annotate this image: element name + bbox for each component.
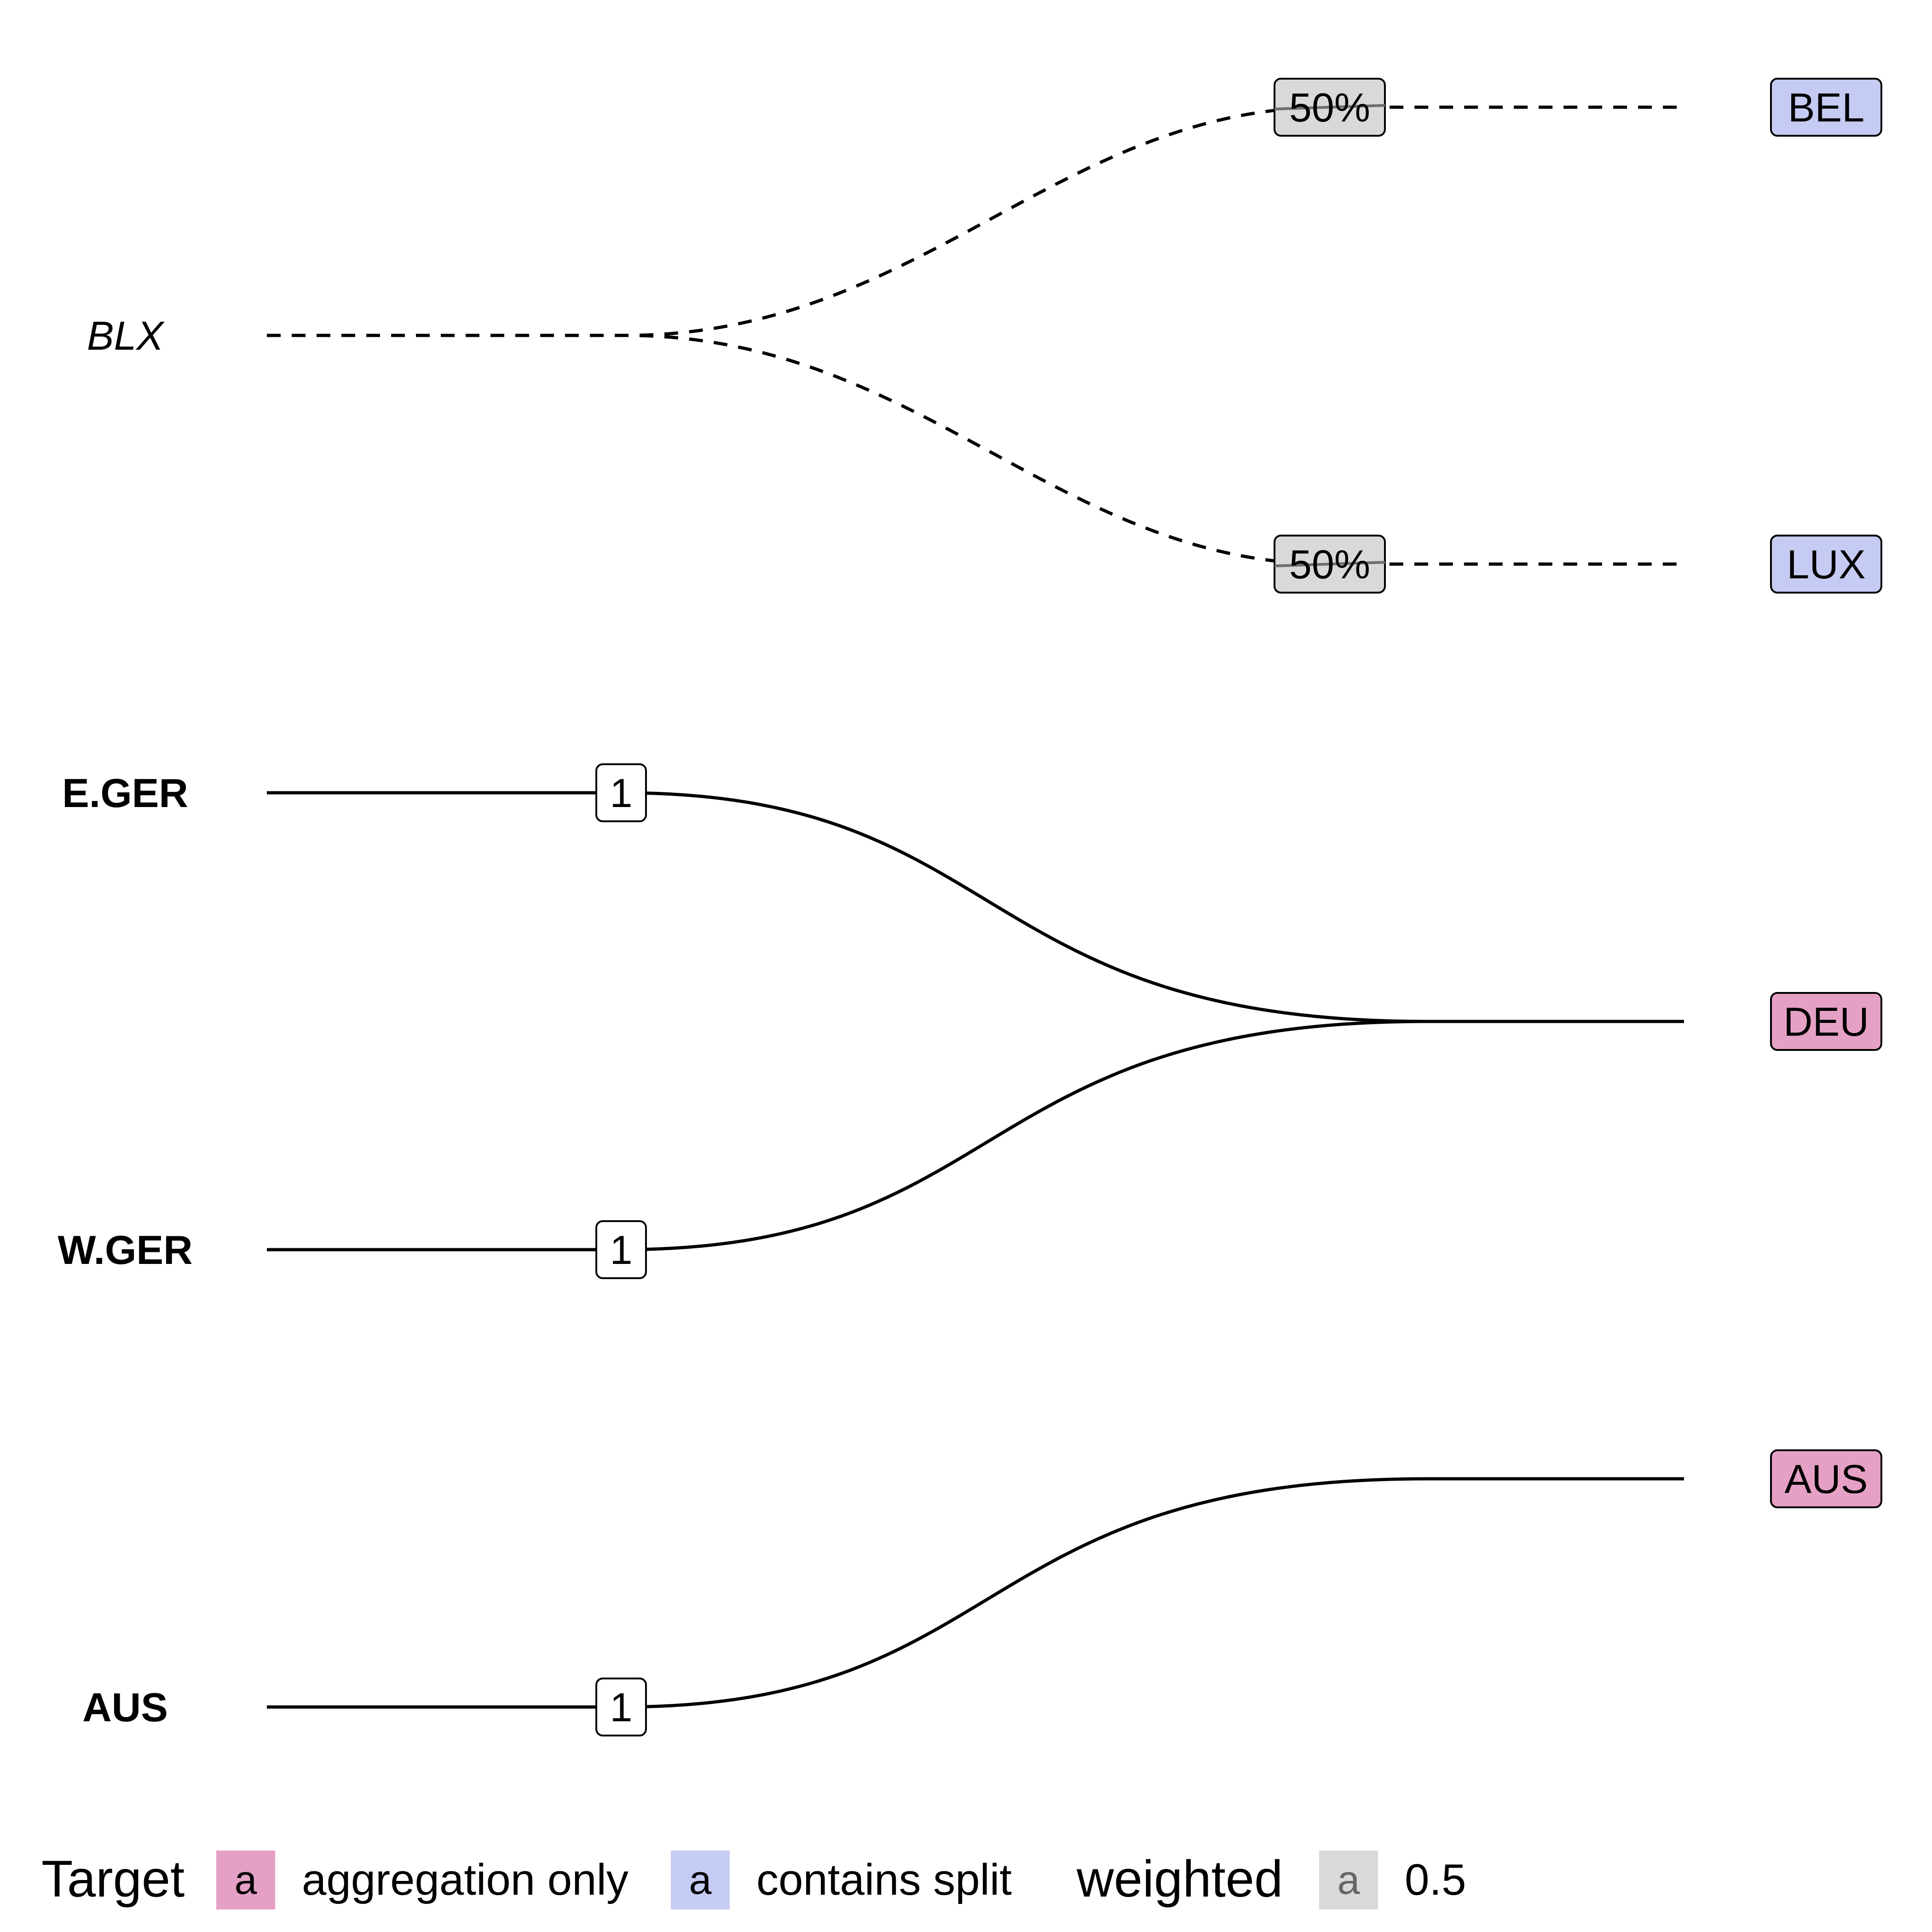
legend-item-contains-split: a contains split	[671, 1851, 1012, 1909]
legend-label-aggregation-only: aggregation only	[302, 1855, 629, 1904]
legend: Target a aggregation only a contains spl…	[41, 1850, 1466, 1909]
legend-weighted-title: weighted	[1076, 1850, 1283, 1908]
target-aus-tgt: AUS	[1770, 1449, 1882, 1508]
link-eger-to-deu	[267, 791, 1684, 1023]
source-label-blx: BLX	[87, 313, 165, 358]
source-label-aus: AUS	[82, 1684, 168, 1730]
target-box	[1770, 78, 1882, 137]
legend-key-contains-split	[671, 1851, 730, 1909]
weight-label-text: 50%	[1289, 85, 1370, 130]
target-box	[1770, 535, 1882, 594]
weight-label-text: 1	[610, 770, 633, 816]
weight-label-through-line	[1274, 561, 1385, 567]
weight-label-box	[595, 1220, 647, 1279]
legend-item-aggregation-only: a aggregation only	[216, 1851, 629, 1909]
legend-key-glyph: a	[235, 1857, 257, 1903]
source-label-eger: E.GER	[62, 770, 188, 816]
weight-label-text: 50%	[1289, 542, 1370, 587]
weight-labels: 50% 50% 1 1 1	[595, 78, 1386, 1736]
link-aus_src-to-aus_tgt	[267, 1477, 1684, 1709]
target-label: BEL	[1788, 85, 1864, 130]
weight-label-box	[595, 1678, 647, 1736]
legend-item-weighted: a 0.5	[1319, 1851, 1466, 1909]
link-blx-to-bel	[267, 105, 1684, 337]
weight-label-through-line	[1274, 104, 1385, 110]
target-label: DEU	[1783, 999, 1869, 1044]
weight-label: 50%	[1274, 535, 1386, 594]
legend-label-weighted-value: 0.5	[1405, 1855, 1466, 1904]
source-labels: BLX E.GER W.GER AUS	[58, 313, 192, 1730]
link-wger-to-deu	[267, 1020, 1684, 1251]
legend-key-weighted	[1319, 1851, 1378, 1909]
legend-target-title: Target	[41, 1850, 185, 1908]
weight-label-box	[595, 763, 647, 822]
target-bel: BEL	[1770, 78, 1882, 137]
target-box	[1770, 992, 1882, 1051]
target-label: LUX	[1787, 542, 1865, 587]
legend-key-aggregation-only	[216, 1851, 275, 1909]
weight-label: 1	[595, 1678, 647, 1736]
legend-key-glyph: a	[1338, 1857, 1360, 1903]
target-label: AUS	[1785, 1456, 1868, 1502]
weight-label: 1	[595, 763, 647, 822]
weight-label: 50%	[1274, 78, 1386, 137]
legend-label-contains-split: contains split	[756, 1855, 1012, 1904]
target-lux: LUX	[1770, 535, 1882, 594]
links-layer	[267, 105, 1684, 1709]
target-labels: BEL LUX DEU AUS	[1770, 78, 1882, 1508]
target-box	[1770, 1449, 1882, 1508]
weight-label: 1	[595, 1220, 647, 1279]
source-label-wger: W.GER	[58, 1227, 192, 1273]
weight-label-text: 1	[610, 1684, 633, 1730]
weight-label-text: 1	[610, 1227, 633, 1273]
legend-key-glyph: a	[689, 1857, 712, 1903]
target-deu: DEU	[1770, 992, 1882, 1051]
link-blx-to-lux	[267, 334, 1684, 566]
